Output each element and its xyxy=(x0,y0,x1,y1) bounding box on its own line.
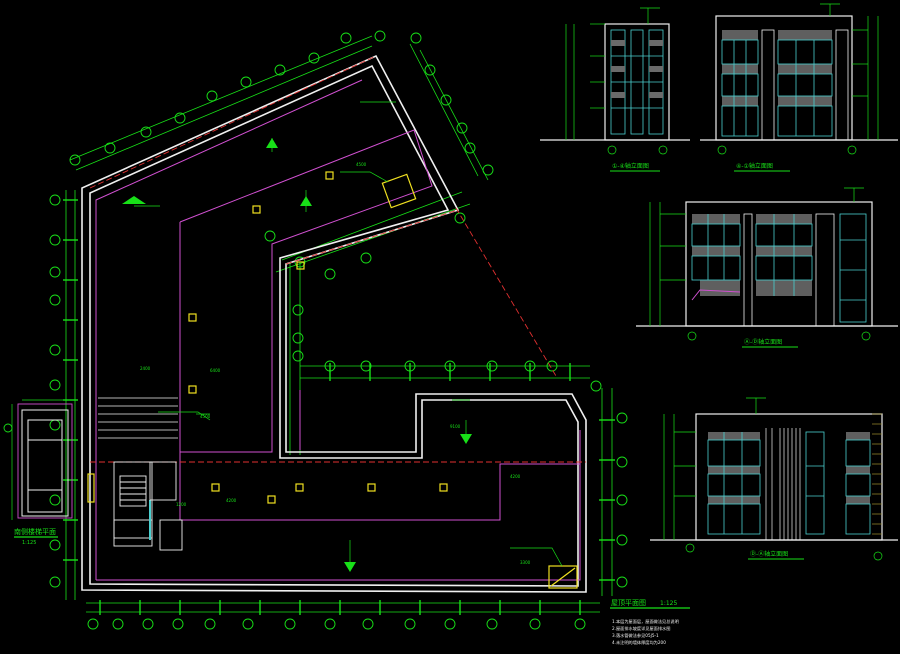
roof-plan: 2400 6400 4200 3300 9100 4500 4500 4200 … xyxy=(3,30,628,630)
stair-detail: 南侧楼梯平面 1:125 xyxy=(11,399,73,546)
plan-note-3: 3.落水管做法参见05J5-1 xyxy=(612,632,659,639)
plan-scale: 1:125 xyxy=(660,600,677,607)
svg-text:2400: 2400 xyxy=(140,366,151,371)
axis-bubbles xyxy=(3,30,628,630)
slope-arrows xyxy=(122,138,472,572)
elevation-4-title: Ⓓ-Ⓐ轴立面图 xyxy=(750,550,788,558)
svg-text:4200: 4200 xyxy=(510,474,521,479)
svg-text:9100: 9100 xyxy=(450,424,461,429)
elevation-4: Ⓓ-Ⓐ轴立面图 xyxy=(650,397,898,561)
svg-text:3300: 3300 xyxy=(520,560,531,565)
svg-text:6400: 6400 xyxy=(210,368,221,373)
elevation-1: ①-④轴立面图 xyxy=(540,7,690,172)
svg-text:1200: 1200 xyxy=(176,502,187,507)
elevation-2-title: ④-①轴立面图 xyxy=(736,162,773,170)
stair-core xyxy=(113,461,183,551)
roof-steps xyxy=(98,397,178,439)
stair-detail-title: 南侧楼梯平面 xyxy=(14,527,56,536)
elevation-1-title: ①-④轴立面图 xyxy=(612,162,649,170)
dimension-ticks xyxy=(63,199,615,615)
svg-text:4500: 4500 xyxy=(356,162,367,167)
elevation-3: Ⓐ-Ⓓ轴立面图 xyxy=(636,187,898,348)
svg-text:4200: 4200 xyxy=(226,498,237,503)
plan-note-2: 2.屋面排水坡度详见屋面排水图 xyxy=(612,625,670,632)
building-walls xyxy=(81,54,587,593)
roof-drains xyxy=(87,171,578,589)
svg-text:4500: 4500 xyxy=(200,414,211,419)
plan-title: 屋顶平面图 xyxy=(611,599,646,607)
roof-boundary xyxy=(95,79,581,581)
elevation-3-title: Ⓐ-Ⓓ轴立面图 xyxy=(744,338,782,346)
plan-note-4: 4.未注明的墙体厚度均为200 xyxy=(612,639,666,646)
plan-note-1: 1.本层为屋面层，屋面做法见总说明 xyxy=(612,618,679,625)
plan-title-block: 屋顶平面图 1:125 1.本层为屋面层，屋面做法见总说明 2.屋面排水坡度详见… xyxy=(610,599,690,646)
dimension-text: 2400 6400 4200 3300 9100 4500 4500 4200 … xyxy=(140,162,531,565)
stair-detail-scale: 1:125 xyxy=(22,540,36,546)
elevation-2: ④-①轴立面图 xyxy=(700,3,898,172)
